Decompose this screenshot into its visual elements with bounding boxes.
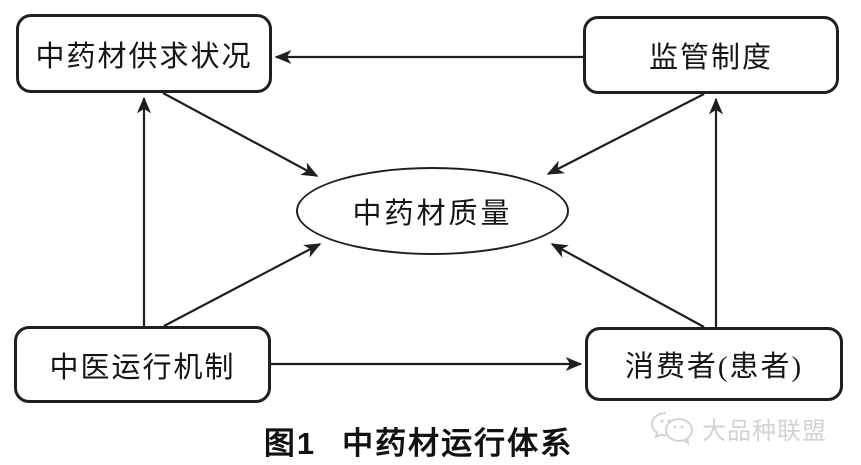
watermark-label: 大品种联盟	[702, 417, 827, 445]
node-supply-demand: 中药材供求状况	[16, 14, 272, 93]
node-tcm-mechanism-label: 中医运行机制	[49, 351, 236, 384]
node-consumer-patient-label: 消费者(患者)	[624, 351, 804, 383]
figure-title: 中药材运行体系	[342, 426, 574, 461]
node-consumer-patient: 消费者(患者)	[585, 327, 843, 401]
node-supply-demand-label: 中药材供求状况	[35, 40, 253, 73]
node-tcm-mechanism: 中医运行机制	[14, 326, 271, 403]
node-material-quality: 中药材质量	[296, 167, 569, 255]
figure-caption: 图1 中药材运行体系	[0, 418, 849, 463]
figure-number: 图1	[263, 426, 317, 461]
node-material-quality-label: 中药材质量	[352, 198, 513, 230]
edge-regulation-to-quality	[546, 93, 705, 175]
edge-supply-to-quality	[162, 92, 319, 177]
node-regulation-system-label: 监管制度	[648, 42, 773, 74]
watermark: 大品种联盟	[648, 410, 827, 446]
edge-consumer-to-quality	[550, 243, 705, 328]
wechat-icon	[648, 410, 696, 446]
edge-mechanism-to-quality	[163, 243, 322, 327]
node-regulation-system: 监管制度	[583, 16, 839, 94]
